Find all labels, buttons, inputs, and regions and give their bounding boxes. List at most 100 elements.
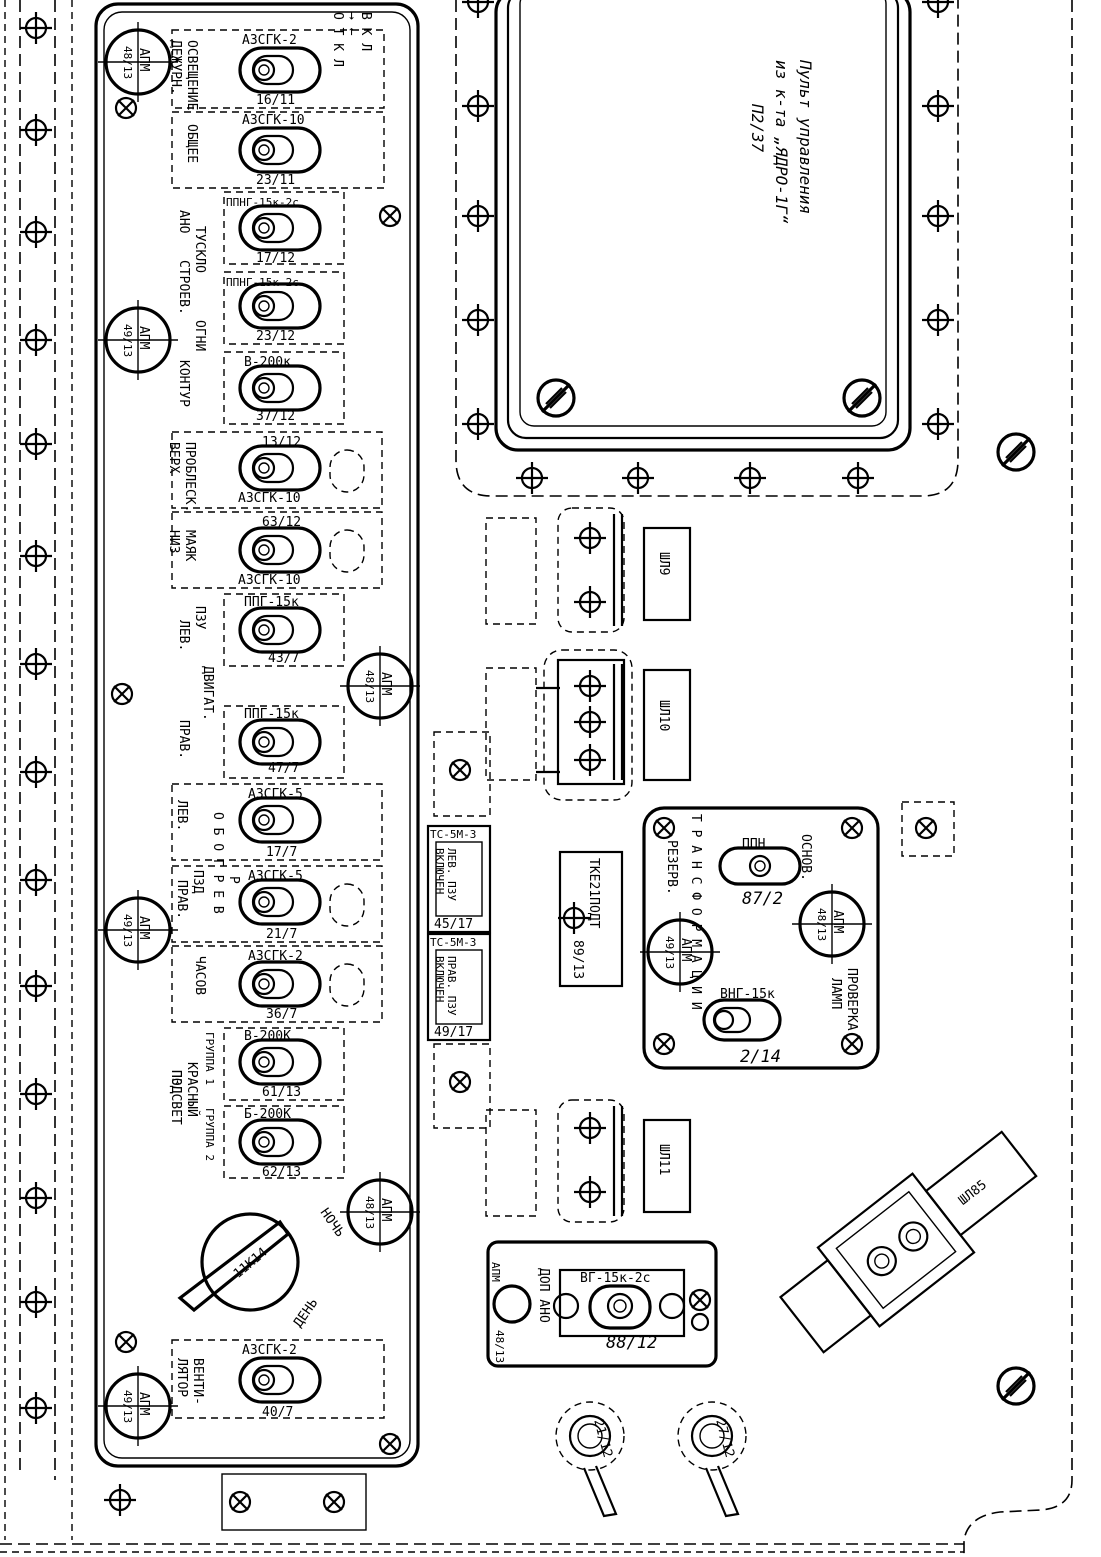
- vng-switch: [702, 998, 782, 1042]
- pzd-label: ПЗД: [190, 870, 205, 894]
- apm-4-frac: 49/13: [121, 914, 134, 947]
- ano-apm: АПМ: [489, 1262, 502, 1282]
- switch-7-label1: МАЯК: [182, 530, 197, 561]
- switch-12-frac: 36/7: [266, 1007, 297, 1022]
- sh10-label: ШЛ10: [656, 700, 671, 731]
- switch-9-type: ППГ-15к: [244, 707, 299, 722]
- switch-14-label2: ПЗД: [168, 1070, 183, 1094]
- sh9-label: ШЛ9: [656, 552, 671, 575]
- knob-1: 21/12: [555, 1401, 625, 1518]
- switch-11: А3СГК-5 21/7 ПРАВ.: [171, 865, 383, 943]
- apm-2-label: АПМ: [136, 326, 151, 350]
- switch-2-label1: ОБЩЕЕ: [184, 124, 199, 163]
- switch-3-label2: АНО: [176, 210, 191, 234]
- switch-9: ППГ-15к 47/7 ДВИГАТ. ПРАВ.: [176, 666, 345, 779]
- apm-7-frac: 48/13: [815, 908, 828, 941]
- outer-frame: [0, 0, 1073, 1557]
- switch-10: А3СГК-5 17/7 ЛЕВ.: [171, 783, 383, 861]
- switch-13: В-200К 61/13 ГРУППА 1 КРАСНЫЙ: [184, 1027, 345, 1117]
- switch-1-label1: ОСВЕЩЕНИЕ: [184, 40, 199, 110]
- switch-8-label1: ПЗУ: [192, 606, 207, 630]
- switch-15: А3СГК-2 40/7 ВЕНТИ-ЛЯТОР: [171, 1339, 385, 1420]
- switch-13-type: В-200К: [244, 1029, 291, 1044]
- switch-15-label1: ВЕНТИ-: [190, 1358, 205, 1405]
- switch-6-label2: ВЕРХ: [166, 442, 181, 473]
- switch-15-label2: ЛЯТОР: [174, 1358, 189, 1397]
- switch-14-label1: ГРУППА 2: [203, 1108, 216, 1161]
- switch-3-frac: 17/12: [256, 251, 295, 266]
- switch-8-type: ППГ-15к: [244, 595, 299, 610]
- apm-8-label: АПМ: [678, 938, 693, 962]
- switch-9-label1: ДВИГАТ.: [200, 666, 215, 721]
- switch-8-frac: 43/7: [268, 651, 299, 666]
- switch-5-type: В-200к: [244, 355, 291, 370]
- switch-1-label2: ДЕЖУРН.: [168, 40, 183, 95]
- switch-4: ППНГ-15к-2с 23/12 ОГНИ СТРОЕВ.: [176, 260, 345, 351]
- apm-8-frac: 49/13: [663, 936, 676, 969]
- apm-5-frac: 48/13: [363, 1196, 376, 1229]
- ano-apm-frac: 48/13: [493, 1330, 506, 1363]
- ano-frac: 88/12: [606, 1333, 657, 1353]
- switch-11-label1: ПРАВ.: [174, 880, 189, 919]
- switch-3-label1: ТУСКЛО: [192, 226, 207, 273]
- rotary-switch: 11К14 НОЧЬ ДЕНЬ: [177, 1206, 347, 1330]
- switch-12-label1: ЧАСОВ: [192, 956, 207, 995]
- podsvet-label: ПОДСВЕТ: [168, 1070, 183, 1125]
- switch-7-type: А3СГК-10: [238, 573, 301, 588]
- switch-11-type: А3СГК-5: [248, 869, 303, 884]
- ts2-frac: 49/17: [434, 1025, 473, 1040]
- unit-title: Пульт управления из к-та „ЯДРО-1Г“ П2/37: [748, 59, 815, 224]
- apm-1-frac: 48/13: [121, 46, 134, 79]
- switch-1-frac: 16/11: [256, 93, 295, 108]
- switch-10-frac: 17/7: [266, 845, 297, 860]
- sh11-label: ШЛ11: [656, 1144, 671, 1175]
- switch-12-type: А3СГК-2: [248, 949, 303, 964]
- switch-4-type: ППНГ-15к-2с: [226, 276, 299, 289]
- switch-15-frac: 40/7: [262, 1405, 293, 1420]
- tke-connector: ТКЕ21ПОДТ 89/13: [556, 850, 624, 988]
- connector-sh11: ШЛ11: [485, 1099, 692, 1223]
- ts1-frac: 45/17: [434, 917, 473, 932]
- knob-2-label: 27/12: [712, 1418, 737, 1460]
- ts1-text2: ВКЛЮЧЕН: [433, 848, 446, 894]
- ts1-text1: ЛЕВ. ПЗУ: [445, 848, 458, 901]
- title-line2: из к-та „ЯДРО-1Г“: [772, 60, 791, 224]
- ppn-label: ППН: [742, 837, 765, 852]
- switch-14-frac: 62/13: [262, 1165, 301, 1180]
- rotary-night: НОЧЬ: [317, 1206, 347, 1240]
- transf-letters: Т Р А Н С Ф О Р М А Ц И И: [688, 814, 703, 1010]
- switch-15-type: А3СГК-2: [242, 1343, 297, 1358]
- switch-9-frac: 47/7: [268, 761, 299, 776]
- ts1-type: ТС-5М-3: [430, 828, 476, 841]
- bottom-plate: [102, 1473, 367, 1531]
- ano-type: ВГ-15к-2с: [580, 1271, 650, 1286]
- legend-row2: → ←: [344, 12, 359, 36]
- apm-3-label: АПМ: [378, 672, 393, 696]
- ts2-text1: ПРАВ. ПЗУ: [445, 956, 458, 1016]
- apm-5-label: АПМ: [378, 1198, 393, 1222]
- lamp-screws: [433, 731, 491, 1129]
- sh85-label: ШЛ85: [956, 1178, 990, 1209]
- legend-row1: В К Л: [358, 12, 373, 51]
- switch-4-label2: СТРОЕВ.: [176, 260, 191, 315]
- vng-label: ВНГ-15к: [720, 987, 775, 1002]
- apm-6-label: АПМ: [136, 1392, 151, 1416]
- switch-12: А3СГК-2 36/7 ЧАСОВ: [171, 945, 383, 1023]
- switch-3-type: ППНГ-15к-2с: [226, 196, 299, 209]
- legend-row3: О Т К Л: [330, 12, 345, 67]
- title-line3: П2/37: [748, 103, 767, 153]
- switch-6-label1: ПРОБЛЕСК.: [182, 442, 197, 512]
- ano-label: ДОП АНО: [536, 1268, 551, 1323]
